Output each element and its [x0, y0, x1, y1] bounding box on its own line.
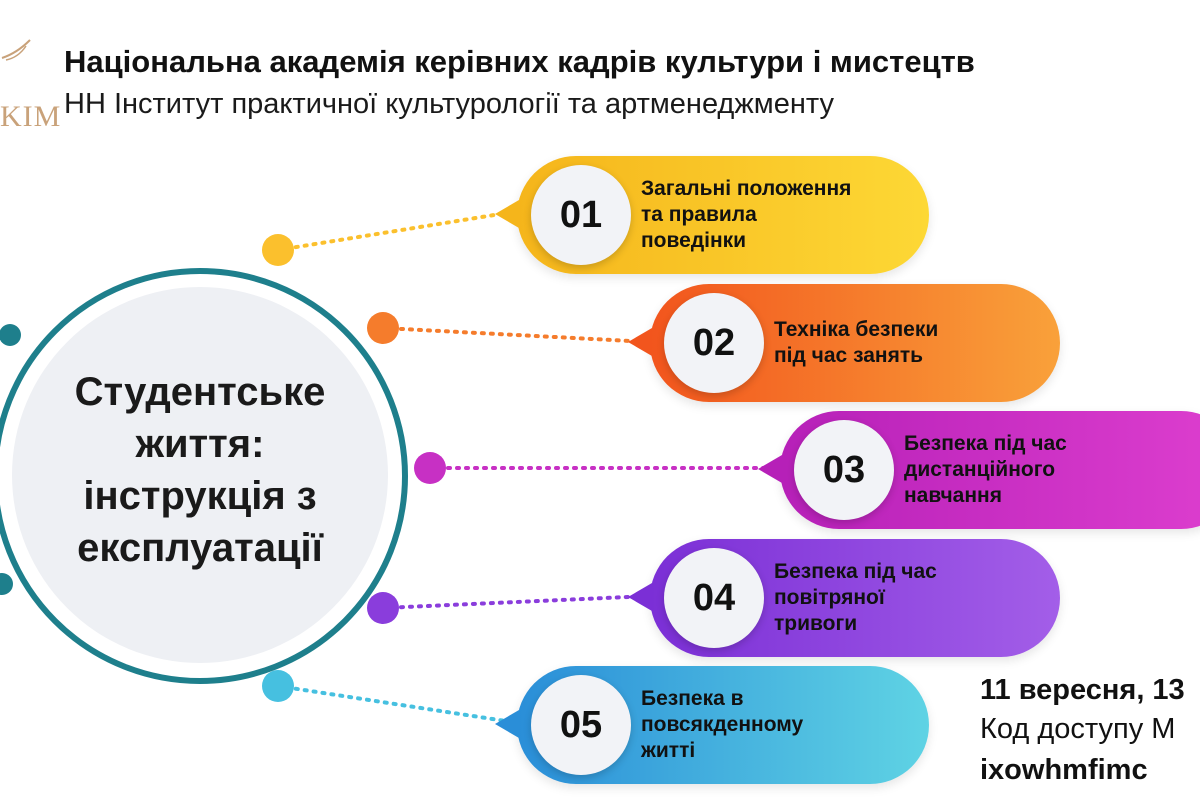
- page-subtitle: НН Інститут практичної культурології та …: [64, 88, 834, 120]
- academy-logo-icon: [1, 39, 31, 61]
- item-label-line: дистанційного: [904, 458, 1056, 481]
- connector-dot-05: [262, 670, 294, 702]
- item-label-line: Безпека під час: [904, 432, 1067, 455]
- center-title-line: інструкція з: [83, 474, 317, 518]
- item-02-number: 02: [664, 293, 764, 393]
- item-03-card: 03 Безпека під час дистанційного навчанн…: [758, 411, 1200, 529]
- item-label-line: Техніка безпеки: [774, 318, 939, 341]
- center-circle: [12, 287, 388, 663]
- outer-ring: [0, 268, 408, 684]
- connector-02: [381, 326, 652, 344]
- item-label-line: тривоги: [774, 612, 858, 635]
- item-01-pointer: [495, 200, 519, 228]
- item-label-line: Безпека під час: [774, 560, 937, 583]
- item-label-line: житті: [641, 739, 696, 762]
- page-title: Національна академія керівних кадрів кул…: [64, 44, 975, 79]
- connector-04: [381, 594, 652, 610]
- meeting-id[interactable]: ixowhmfimc: [980, 754, 1148, 786]
- item-01-label: Загальні положення та правила поведінки: [641, 156, 851, 274]
- connector-dot-04: [367, 592, 399, 624]
- item-03-pointer: [758, 455, 782, 483]
- connector-05: [276, 684, 527, 726]
- event-date: 11 вересня, 13: [980, 674, 1185, 706]
- logo-text: KIM: [0, 100, 62, 133]
- item-03-number: 03: [794, 420, 894, 520]
- item-label-line: Безпека в: [641, 687, 744, 710]
- center-title-line: експлуатації: [77, 526, 323, 570]
- item-04-card: 04 Безпека під час повітряної тривоги: [628, 539, 1060, 657]
- center-title-line: життя:: [135, 422, 265, 466]
- access-code-label: Код доступу М: [980, 713, 1176, 745]
- item-05-label: Безпека в повсякденному житті: [641, 666, 803, 784]
- item-05-pointer: [495, 710, 519, 738]
- ring-dot-left-bottom: [0, 573, 13, 595]
- connector-dot-02: [367, 312, 399, 344]
- item-01-number: 01: [531, 165, 631, 265]
- center-title-line: Студентське: [74, 370, 326, 414]
- connector-dot-01: [262, 234, 294, 266]
- item-label-line: поведінки: [641, 229, 747, 252]
- item-02-pointer: [628, 328, 652, 356]
- item-02-card: 02 Техніка безпеки під час занять: [628, 284, 1060, 402]
- item-label-line: повсякденному: [641, 713, 804, 736]
- item-04-number: 04: [664, 548, 764, 648]
- item-05-number: 05: [531, 675, 631, 775]
- item-05-card: 05 Безпека в повсякденному житті: [495, 666, 929, 784]
- item-02-label: Техніка безпеки під час занять: [774, 284, 938, 402]
- item-label-line: та правила: [641, 203, 757, 226]
- item-label-line: Загальні положення: [641, 177, 852, 200]
- item-04-pointer: [628, 583, 652, 611]
- item-04-label: Безпека під час повітряної тривоги: [774, 539, 937, 657]
- item-label-line: під час занять: [774, 344, 924, 367]
- item-03-label: Безпека під час дистанційного навчання: [904, 411, 1067, 529]
- item-label-line: повітряної: [774, 586, 885, 609]
- ring-dot-left-top: [0, 324, 21, 346]
- connector-dot-03: [414, 452, 446, 484]
- center-title: Студентське життя: інструкція з експлуат…: [12, 366, 388, 574]
- connector-01: [276, 208, 527, 252]
- item-label-line: навчання: [904, 484, 1002, 507]
- item-01-card: 01 Загальні положення та правила поведін…: [495, 156, 929, 274]
